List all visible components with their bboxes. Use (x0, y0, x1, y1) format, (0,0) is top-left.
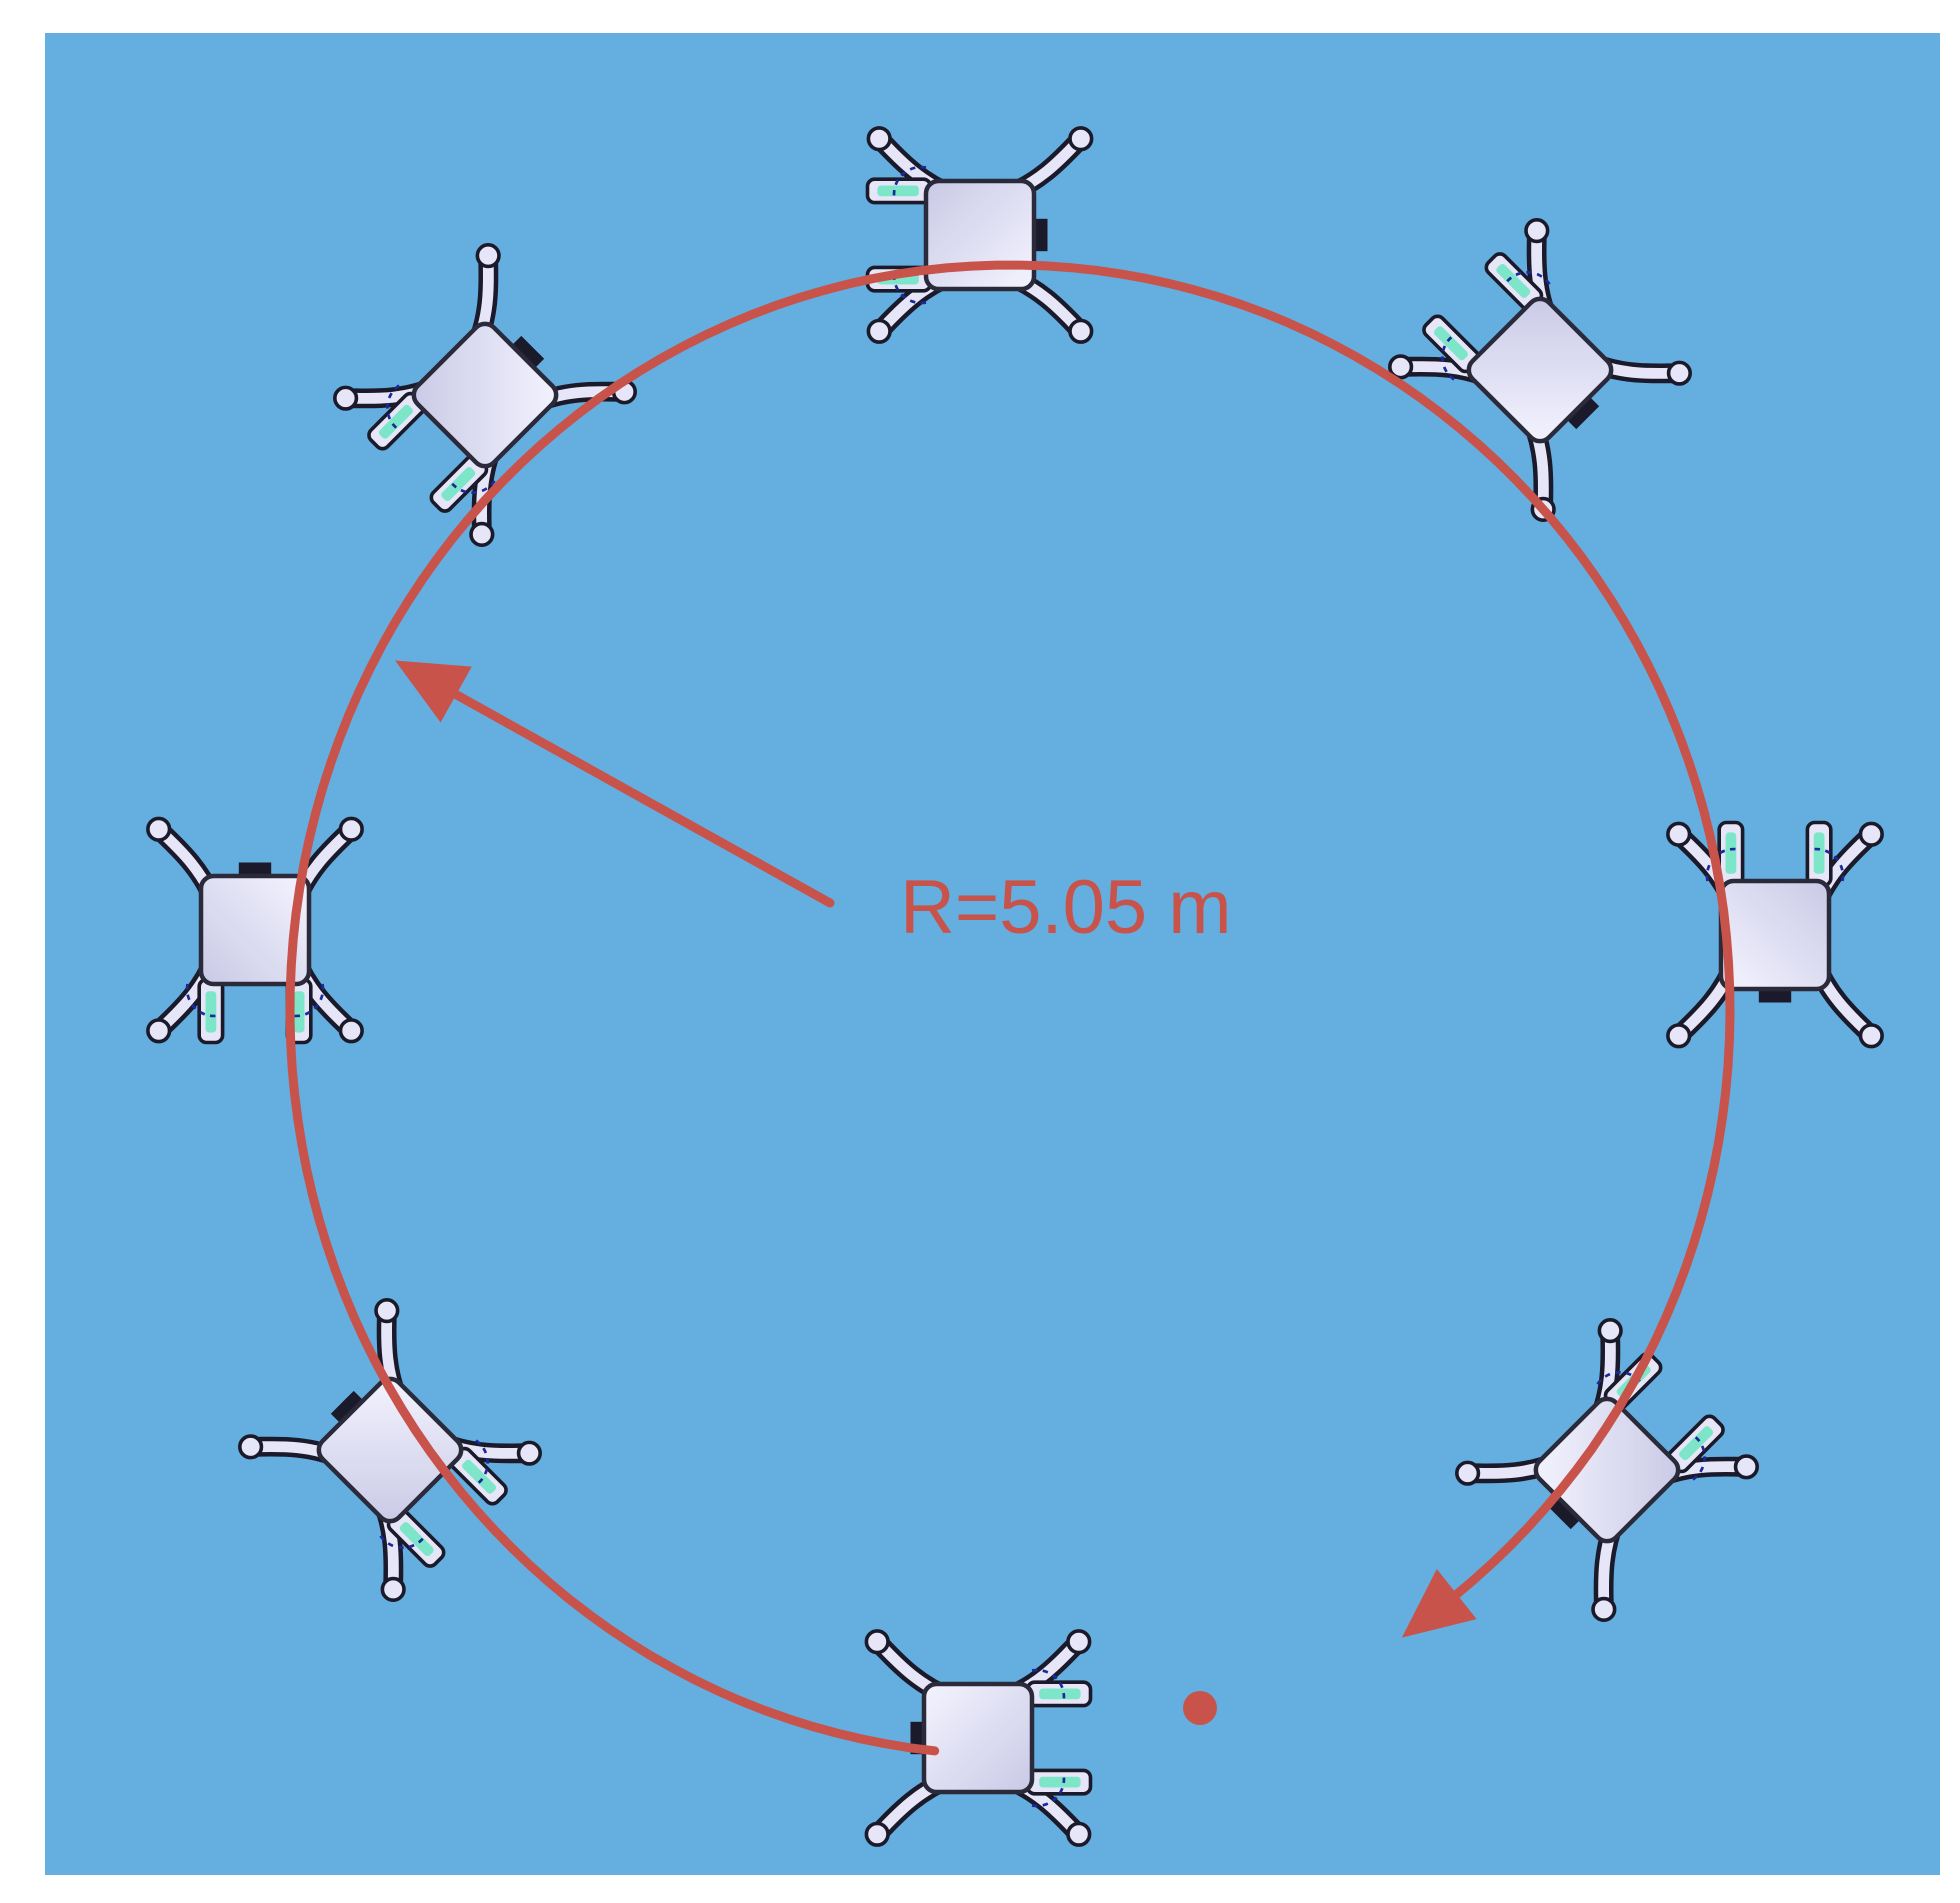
arrowhead-icon (1401, 1569, 1477, 1638)
radius-label: R=5.05 m (900, 865, 1232, 950)
circular-trajectory-path (285, 260, 1735, 1756)
ground-plane (45, 33, 1940, 1875)
start-point-dot-icon (1183, 1691, 1217, 1725)
radius-arrowhead-icon (395, 660, 472, 723)
radius-arrow-line (425, 675, 835, 908)
